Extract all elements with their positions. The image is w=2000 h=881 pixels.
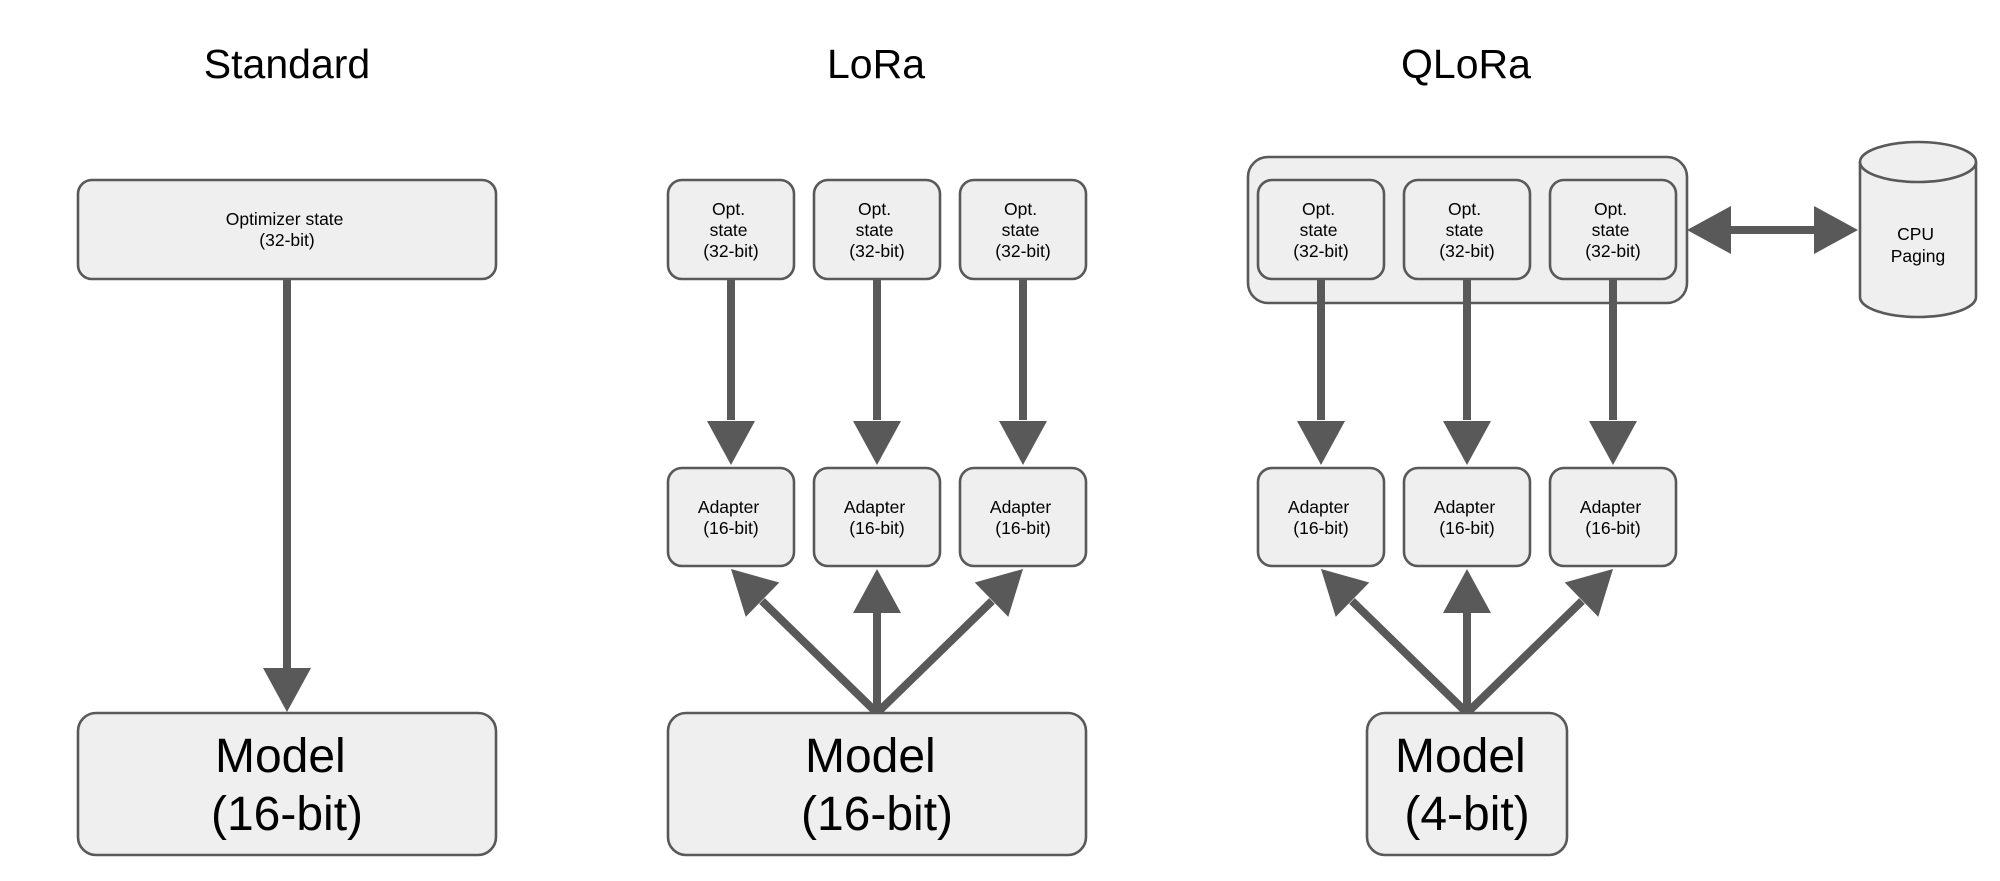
qlora-section: Opt. state (32-bit) Opt. state (32-bit) …: [1246, 140, 1978, 857]
lora-adapter-box-2: [812, 466, 942, 568]
lora-optimizer-label-1: Opt. state (32-bit): [703, 199, 758, 261]
lora-title: LoRa: [827, 41, 925, 87]
standard-model-label: Model (16-bit): [211, 730, 363, 841]
lora-adapter-box-3: [958, 466, 1088, 568]
cpu-paging-label: CPU Paging: [1891, 224, 1946, 266]
qlora-optimizer-to-adapter-arrow-1: [1297, 279, 1345, 465]
qlora-model-to-adapter-arrow-1: [1304, 551, 1470, 716]
lora-section: Opt. state (32-bit) Opt. state (32-bit) …: [666, 178, 1088, 857]
qlora-optimizer-label-3: Opt. state (32-bit): [1585, 199, 1640, 261]
lora-adapter-box-1: [666, 466, 796, 568]
qlora-title: QLoRa: [1401, 41, 1531, 87]
lora-model-to-adapter-arrow-1: [714, 551, 880, 716]
standard-title: Standard: [204, 41, 370, 87]
lora-optimizer-to-adapter-arrow-3: [999, 279, 1047, 465]
lora-model-label: Model (16-bit): [801, 730, 953, 841]
lora-optimizer-to-adapter-arrow-2: [853, 279, 901, 465]
qlora-optimizer-label-2: Opt. state (32-bit): [1439, 199, 1494, 261]
qlora-optimizer-to-adapter-arrow-3: [1589, 279, 1637, 465]
qlora-optimizer-label-1: Opt. state (32-bit): [1293, 199, 1348, 261]
lora-adapter-label-1: Adapter (16-bit): [698, 497, 764, 538]
lora-optimizer-to-adapter-arrow-1: [707, 279, 755, 465]
cpu-paging-cylinder: [1858, 140, 1978, 319]
standard-model-box: [76, 711, 498, 857]
qlora-adapter-box-2: [1402, 466, 1532, 568]
qlora-adapter-label-2: Adapter (16-bit): [1434, 497, 1500, 538]
qlora-adapter-label-3: Adapter (16-bit): [1580, 497, 1646, 538]
qlora-optimizer-to-adapter-arrow-2: [1443, 279, 1491, 465]
qlora-adapter-box-1: [1256, 466, 1386, 568]
standard-optimizer-label: Optimizer state (32-bit): [226, 209, 349, 250]
qlora-model-label: Model (4-bit): [1395, 730, 1539, 841]
standard-section: Optimizer state (32-bit) Model (16-bit): [76, 178, 498, 857]
qlora-model-to-adapter-arrow-3: [1464, 551, 1630, 716]
qlora-adapter-box-3: [1548, 466, 1678, 568]
qlora-adapter-label-1: Adapter (16-bit): [1288, 497, 1354, 538]
lora-adapter-label-2: Adapter (16-bit): [844, 497, 910, 538]
lora-adapter-label-3: Adapter (16-bit): [990, 497, 1056, 538]
qlora-model-to-adapter-arrow-2: [1443, 569, 1491, 713]
standard-optimizer-to-model-arrow: [263, 279, 311, 712]
lora-model-to-adapter-arrow-3: [874, 551, 1040, 716]
qlora-cpu-paging-arrow: [1687, 206, 1858, 254]
lora-optimizer-label-2: Opt. state (32-bit): [849, 199, 904, 261]
lora-model-box: [666, 711, 1088, 857]
lora-model-to-adapter-arrow-2: [853, 569, 901, 713]
qlora-model-box: [1365, 711, 1569, 857]
lora-optimizer-label-3: Opt. state (32-bit): [995, 199, 1050, 261]
